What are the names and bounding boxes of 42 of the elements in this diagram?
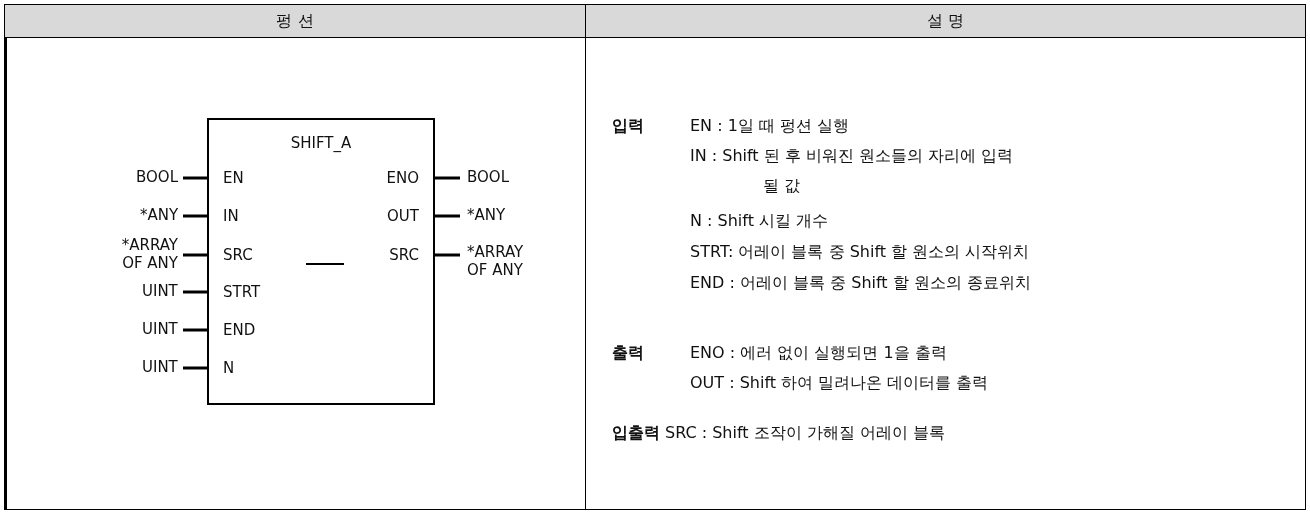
description-text: EN : 1일 때 펑션 실행 (690, 115, 851, 137)
data-type-label: BOOL (136, 168, 178, 186)
pin-line (183, 214, 207, 218)
pin-name: ENO (385, 169, 419, 187)
section-heading: 입력 (612, 115, 644, 137)
data-type-label: *ARRAY OF ANY (467, 243, 537, 279)
pin-name: END (223, 321, 256, 339)
pin-line (435, 253, 460, 257)
pin-line (183, 253, 207, 257)
data-type-label: *ANY (140, 206, 179, 224)
pin-line (435, 214, 460, 218)
data-type-label: UINT (142, 282, 178, 300)
header-cell: 설 명 (585, 4, 1306, 38)
pin-line (183, 176, 207, 180)
pin-line (183, 328, 207, 332)
header-cell: 펑 션 (4, 4, 586, 38)
description-text: N : Shift 시킬 개수 (690, 210, 830, 232)
description-text: SRC : Shift 조작이 가해질 어레이 블록 (665, 422, 945, 444)
description-text: STRT: 어레이 블록 중 Shift 할 원소의 시작위치 (690, 241, 1031, 263)
data-type-label: UINT (142, 358, 178, 376)
pin-line (435, 176, 460, 180)
pin-name: OUT (386, 207, 419, 225)
description-text: IN : Shift 된 후 비워진 원소들의 자리에 입력될 값 (690, 145, 1015, 197)
data-type-label: UINT (142, 320, 178, 338)
description-text: END : 어레이 블록 중 Shift 할 원소의 종료위치 (690, 272, 1032, 294)
section-heading: 입출력 (612, 422, 660, 444)
pin-line (183, 366, 207, 370)
data-type-label: BOOL (467, 168, 509, 186)
pin-name: EN (223, 169, 244, 187)
pin-name: IN (223, 207, 239, 225)
description-text: OUT : Shift 하여 밀려나온 데이터를 출력 (690, 372, 990, 394)
pin-name: N (223, 359, 235, 377)
pin-name: STRT (223, 283, 261, 301)
pin-name: SRC (223, 246, 253, 264)
description-text: ENO : 에러 없이 실행되면 1을 출력 (690, 342, 948, 364)
block-title: SHIFT_A (289, 134, 353, 152)
data-type-label: *ARRAY OF ANY (108, 236, 178, 272)
pin-name: SRC (388, 246, 419, 264)
pin-line (183, 290, 207, 294)
function-block (207, 118, 435, 405)
data-type-label: *ANY (467, 206, 506, 224)
section-heading: 출력 (612, 342, 644, 364)
